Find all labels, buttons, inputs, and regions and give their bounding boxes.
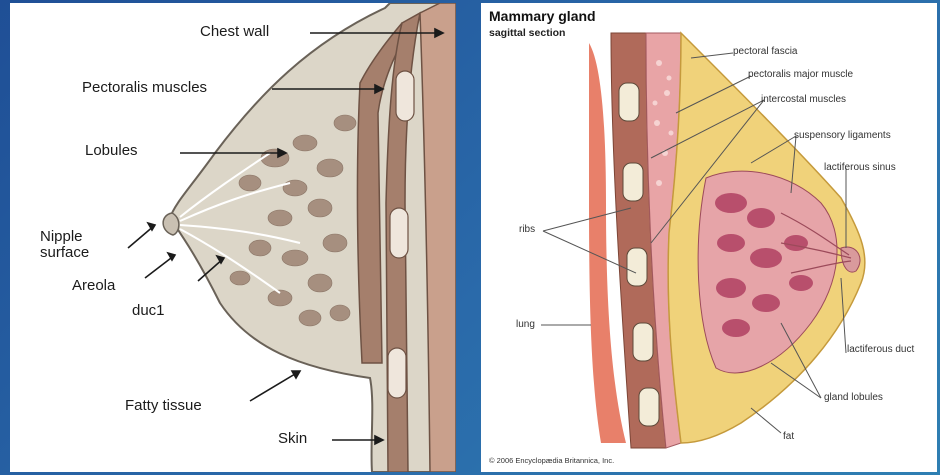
label-areola: Areola xyxy=(72,277,115,294)
label-lactiferous-sinus: lactiferous sinus xyxy=(824,162,896,173)
copyright-credit: © 2006 Encyclopædia Britannica, Inc. xyxy=(489,456,614,465)
label-gland-lobules: gland lobules xyxy=(824,392,883,403)
subtitle-sagittal-section: sagittal section xyxy=(489,27,565,39)
label-pectoral-fascia: pectoral fascia xyxy=(733,46,797,57)
label-suspensory-ligaments: suspensory ligaments xyxy=(794,130,891,141)
nipple xyxy=(163,213,179,235)
label-lactiferous-duct: lactiferous duct xyxy=(847,344,914,355)
label-duct: duc1 xyxy=(132,302,165,319)
title-mammary-gland: Mammary gland xyxy=(489,8,596,24)
left-diagram-panel: Chest wall Pectoralis muscles Lobules Ni… xyxy=(10,3,456,472)
label-nipple-surface: Nipple surface xyxy=(40,229,89,261)
label-pectoralis-major-muscle: pectoralis major muscle xyxy=(748,69,853,80)
label-ribs: ribs xyxy=(519,224,535,235)
label-intercostal-muscles: intercostal muscles xyxy=(761,94,846,105)
label-chest-wall: Chest wall xyxy=(200,23,269,40)
right-diagram-panel: Mammary gland sagittal section pectoral … xyxy=(481,3,937,472)
label-lung: lung xyxy=(516,319,535,330)
label-pectoralis-muscles: Pectoralis muscles xyxy=(82,79,207,96)
label-lobules: Lobules xyxy=(85,142,138,159)
label-skin: Skin xyxy=(278,430,307,447)
label-fat: fat xyxy=(783,431,794,442)
breast-tissue xyxy=(170,3,456,472)
label-fatty-tissue: Fatty tissue xyxy=(125,397,202,414)
